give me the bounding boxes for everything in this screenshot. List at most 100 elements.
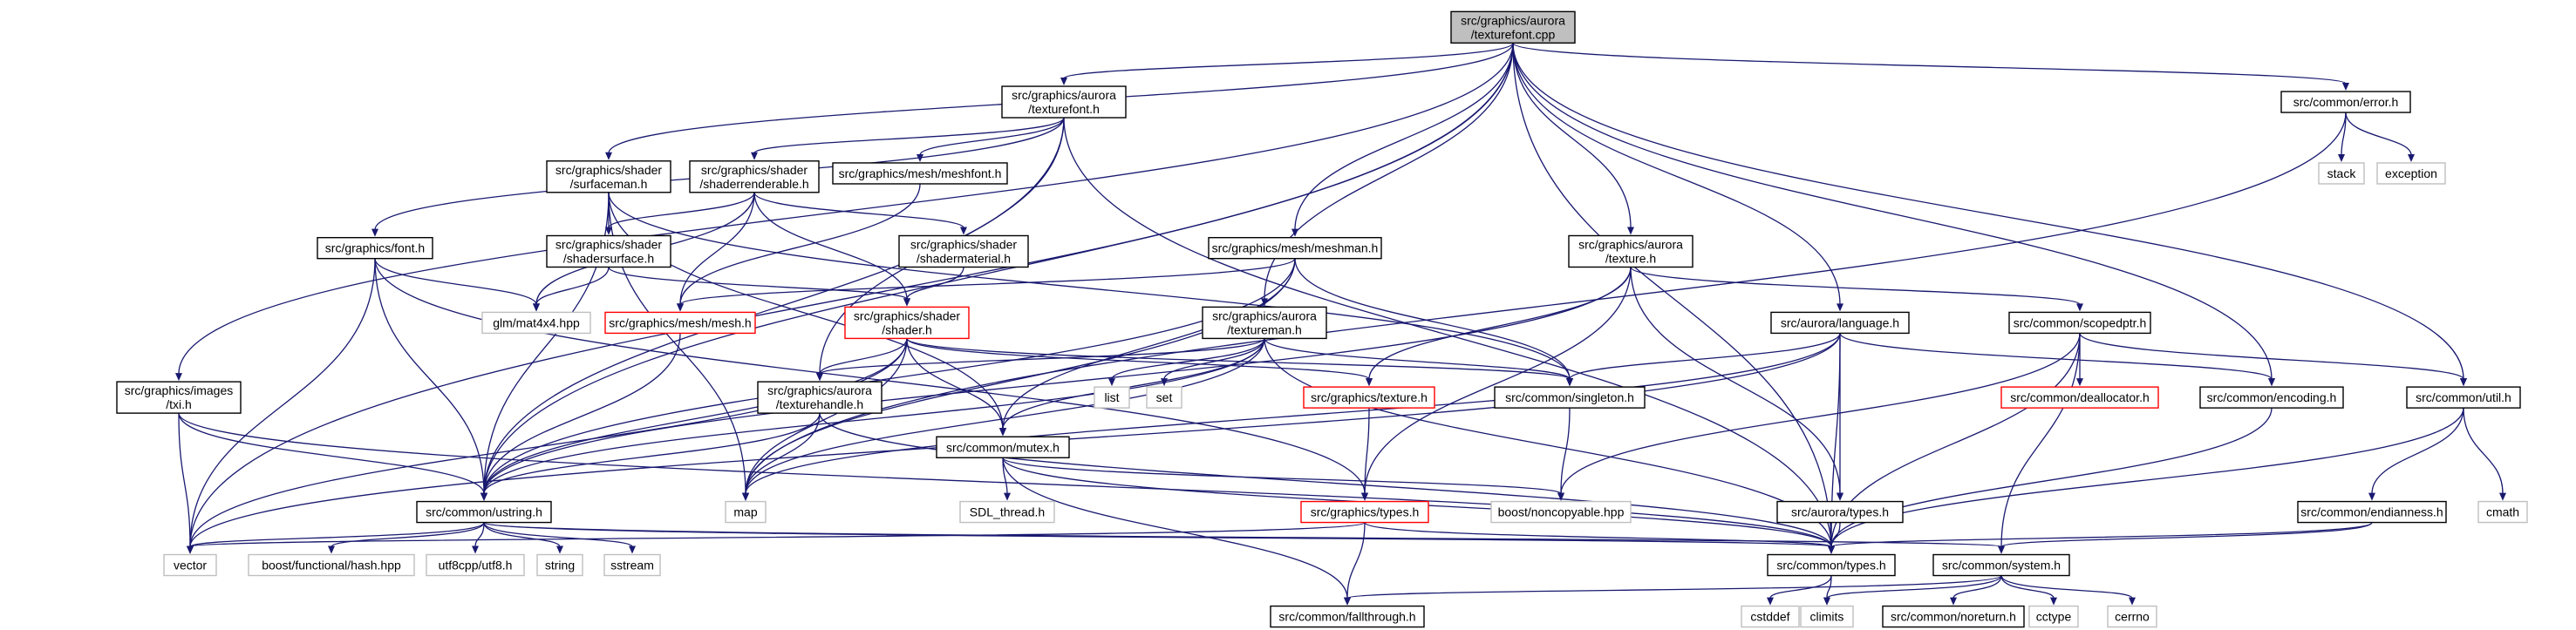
node-singleton-h[interactable]: src/common/singleton.h [1494, 386, 1646, 409]
node-deallocator-h[interactable]: src/common/deallocator.h [2000, 386, 2159, 409]
edge-textureman_h-to-set [1163, 338, 1265, 380]
edge-scopedptr_h-to-system_h [2000, 333, 2081, 547]
node-fallthrough-h[interactable]: src/common/fallthrough.h [1270, 605, 1425, 628]
node-label: sstream [610, 559, 654, 572]
node-mesh-h[interactable]: src/graphics/mesh/mesh.h [604, 311, 756, 335]
node-box [1932, 553, 2070, 577]
node-box [1776, 500, 1904, 524]
node-util-h[interactable]: src/common/util.h [2406, 386, 2521, 409]
node-ctypes-h[interactable]: src/common/types.h [1767, 553, 1896, 577]
node-label: src/common/system.h [1942, 559, 2061, 572]
edge-endianness_h-to-system_h [2000, 521, 2373, 548]
node-error-h[interactable]: src/common/error.h [2280, 91, 2411, 113]
arrowhead [328, 545, 335, 554]
node-box [725, 500, 767, 524]
edge-shader_h-to-mutex_h [906, 338, 1004, 430]
arrowhead [371, 228, 378, 237]
edge-root-to-vector [189, 43, 1514, 547]
edge-shaderrenderable_h-to-shadermaterial_h [753, 192, 964, 229]
node-ustring-h[interactable]: src/common/ustring.h [416, 500, 552, 524]
node-encoding-h[interactable]: src/common/encoding.h [2199, 386, 2344, 409]
node-box [1202, 306, 1327, 340]
node-label: src/graphics/aurora [767, 383, 872, 397]
edge-root-to-textureman_h [1264, 43, 1514, 300]
node-surfaceman-h[interactable]: src/graphics/shader/surfaceman.h [546, 160, 671, 193]
edge-endianness_h-to-ctypes_h [1830, 521, 2373, 548]
node-box [603, 553, 661, 577]
arrowhead [2076, 303, 2083, 312]
node-label: /shadermaterial.h [917, 251, 1011, 265]
edge-root-to-ctypes_h [1512, 43, 1832, 547]
edge-gtypes_h-to-vector [189, 521, 1366, 548]
node-atypes-h[interactable]: src/aurora/types.h [1776, 500, 1904, 524]
node-noreturn-h[interactable]: src/common/noreturn.h [1882, 605, 2025, 628]
node-label: src/graphics/aurora [1578, 237, 1683, 251]
node-shadersurface-h[interactable]: src/graphics/shader/shadersurface.h [546, 234, 671, 268]
edge-texture_h_aur-to-ustring_h [483, 267, 1632, 494]
node-box [1770, 311, 1910, 335]
arrowhead [1767, 597, 1774, 606]
node-climits: climits [1800, 605, 1854, 628]
edge-gtypes_h-to-ctypes_h [1364, 521, 1832, 548]
node-language-h[interactable]: src/aurora/language.h [1770, 311, 1910, 335]
node-label: src/graphics/types.h [1311, 505, 1420, 519]
arrowhead [903, 298, 910, 307]
node-endianness-h[interactable]: src/common/endianness.h [2297, 500, 2447, 524]
node-label: list [1104, 390, 1119, 404]
node-shadermaterial-h[interactable]: src/graphics/shader/shadermaterial.h [898, 234, 1029, 268]
edge-gtypes_h-to-fallthrough_h [1346, 522, 1366, 599]
node-txi-h[interactable]: src/graphics/images/txi.h [116, 381, 242, 414]
node-box [1450, 10, 1576, 44]
node-box [1882, 605, 2025, 628]
node-cmath: cmath [2477, 500, 2528, 524]
node-font-h[interactable]: src/graphics/font.h [317, 236, 433, 260]
node-box [959, 500, 1055, 524]
node-tfont-h[interactable]: src/graphics/aurora/texturefont.h [1001, 85, 1127, 119]
node-box [1300, 500, 1429, 524]
edge-shader_h-to-vector [189, 338, 908, 547]
node-label: set [1156, 390, 1173, 404]
edge-texture_h_aur-to-texture_h [1368, 267, 1632, 380]
node-box [757, 381, 883, 414]
edge-error_h-to-map [745, 112, 2347, 494]
node-label: exception [2385, 166, 2437, 180]
node-label: src/graphics/shader [555, 163, 663, 177]
arrowhead [1837, 303, 1843, 312]
node-label: src/graphics/images [125, 383, 234, 397]
node-textureman-h[interactable]: src/graphics/aurora/textureman.h [1202, 306, 1327, 340]
node-box [898, 234, 1029, 268]
edge-encoding_h-to-ctypes_h [1830, 408, 2273, 547]
edge-textureman_h-to-texturehandle_h [819, 337, 1265, 375]
node-gtypes-h[interactable]: src/graphics/types.h [1300, 500, 1429, 524]
edge-root-to-encoding_h [1512, 43, 2273, 380]
node-texture-h[interactable]: src/graphics/texture.h [1303, 386, 1435, 409]
edge-error_h-to-exception [2345, 112, 2412, 156]
edge-surfaceman_h-to-singleton_h [608, 192, 1571, 380]
edge-shader_h-to-ustring_h [483, 338, 908, 494]
arrowhead [1557, 492, 1564, 501]
node-box [2280, 91, 2411, 113]
edge-texture_h_aur-to-gtypes_h [1364, 267, 1632, 494]
node-label: /surfaceman.h [570, 177, 648, 191]
edge-root-to-util_h [1512, 43, 2464, 380]
node-shaderrenderable-h[interactable]: src/graphics/shader/shaderrenderable.h [689, 160, 820, 193]
node-label: src/graphics/shader [701, 163, 808, 177]
node-mutex-h[interactable]: src/common/mutex.h [936, 436, 1070, 458]
node-label: /textureman.h [1227, 322, 1302, 336]
node-label: utf8cpp/utf8.h [439, 559, 513, 572]
arrowhead [2342, 83, 2349, 91]
node-exception: exception [2376, 162, 2446, 185]
node-root[interactable]: src/graphics/aurora/texturefont.cpp [1450, 10, 1576, 44]
node-meshman-h[interactable]: src/graphics/mesh/meshman.h [1208, 236, 1382, 260]
edge-shaderrenderable_h-to-shader_h [753, 192, 908, 300]
node-system-h[interactable]: src/common/system.h [1932, 553, 2070, 577]
arrowhead [1823, 597, 1830, 606]
arrowhead [533, 303, 540, 312]
node-meshfont-h[interactable]: src/graphics/mesh/meshfont.h [832, 162, 1008, 185]
edge-root-to-tfont_h [1063, 42, 1514, 79]
node-texturehandle-h[interactable]: src/graphics/aurora/texturehandle.h [757, 381, 883, 414]
node-texture-h-aur[interactable]: src/graphics/aurora/texture.h [1568, 234, 1693, 268]
node-scopedptr-h[interactable]: src/common/scopedptr.h [2008, 311, 2151, 335]
node-shader-h[interactable]: src/graphics/shader/shader.h [844, 306, 970, 340]
node-label: src/common/endianness.h [2300, 505, 2443, 519]
